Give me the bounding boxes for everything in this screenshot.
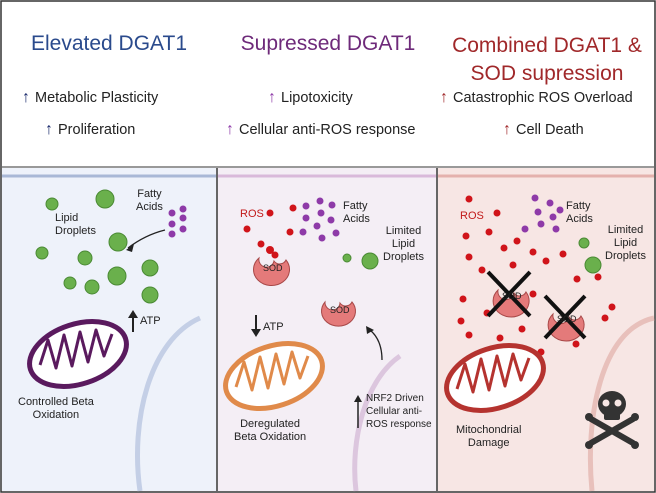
sod-label: SOD — [263, 263, 283, 273]
up-arrow-icon: ↑ — [45, 121, 53, 138]
sod-label: SOD — [330, 305, 350, 315]
ros-label: ROS — [460, 210, 484, 222]
bullet-metabolic-plasticity: ↑Metabolic Plasticity — [22, 89, 159, 106]
sod-label: SOD — [557, 314, 577, 324]
ros-particles — [243, 204, 297, 259]
sod-enzyme — [253, 246, 290, 286]
atp-down-label: ATP — [263, 321, 284, 333]
sod-label: SOD — [502, 291, 522, 301]
nucleus-envelope — [352, 353, 402, 492]
mitochondrion-deregulated — [223, 341, 325, 411]
lipid-droplets — [578, 237, 602, 274]
title-combined-line2: SOD supression — [470, 62, 624, 85]
fatty-acids — [168, 205, 187, 238]
nucleus-envelope — [135, 315, 202, 492]
up-arrow-icon: ↑ — [226, 121, 234, 138]
ros-label: ROS — [240, 208, 264, 220]
inhibited-sod — [543, 294, 587, 342]
skull-crossbones-icon — [585, 391, 639, 449]
bullet-ros-overload: ↑Catastrophic ROS Overload — [440, 89, 633, 106]
up-arrow-icon: ↑ — [268, 89, 276, 106]
bullet-cell-death: ↑Cell Death — [503, 121, 584, 138]
ros-particles — [457, 195, 616, 358]
atp-up-label: ATP — [140, 315, 161, 327]
fatty-acids — [521, 194, 564, 233]
up-arrow-icon: ↑ — [503, 121, 511, 138]
title-elevated: Elevated DGAT1 — [30, 32, 187, 55]
lipid-droplets — [35, 189, 159, 304]
fatty-acids — [299, 197, 340, 242]
title-suppressed: Supressed DGAT1 — [240, 32, 416, 55]
lipid-droplets — [342, 252, 379, 270]
bullet-lipotoxicity: ↑Lipotoxicity — [268, 89, 353, 106]
nrf2-arrow — [369, 329, 383, 361]
title-combined-line1: Combined DGAT1 & — [452, 34, 642, 57]
title-combined: Combined DGAT1 & SOD supression — [438, 32, 656, 88]
sod-enzyme — [321, 300, 356, 327]
inhibited-sod — [486, 270, 532, 318]
up-arrow-icon: ↑ — [440, 89, 448, 106]
bullet-proliferation: ↑Proliferation — [45, 121, 136, 138]
uptake-arrow — [127, 229, 166, 249]
bullet-anti-ros: ↑Cellular anti-ROS response — [226, 121, 416, 138]
up-arrow-icon: ↑ — [22, 89, 30, 106]
nucleus-envelope — [587, 315, 655, 492]
mitochondrion-controlled — [27, 319, 129, 389]
mitochondrion-damaged — [444, 343, 546, 413]
